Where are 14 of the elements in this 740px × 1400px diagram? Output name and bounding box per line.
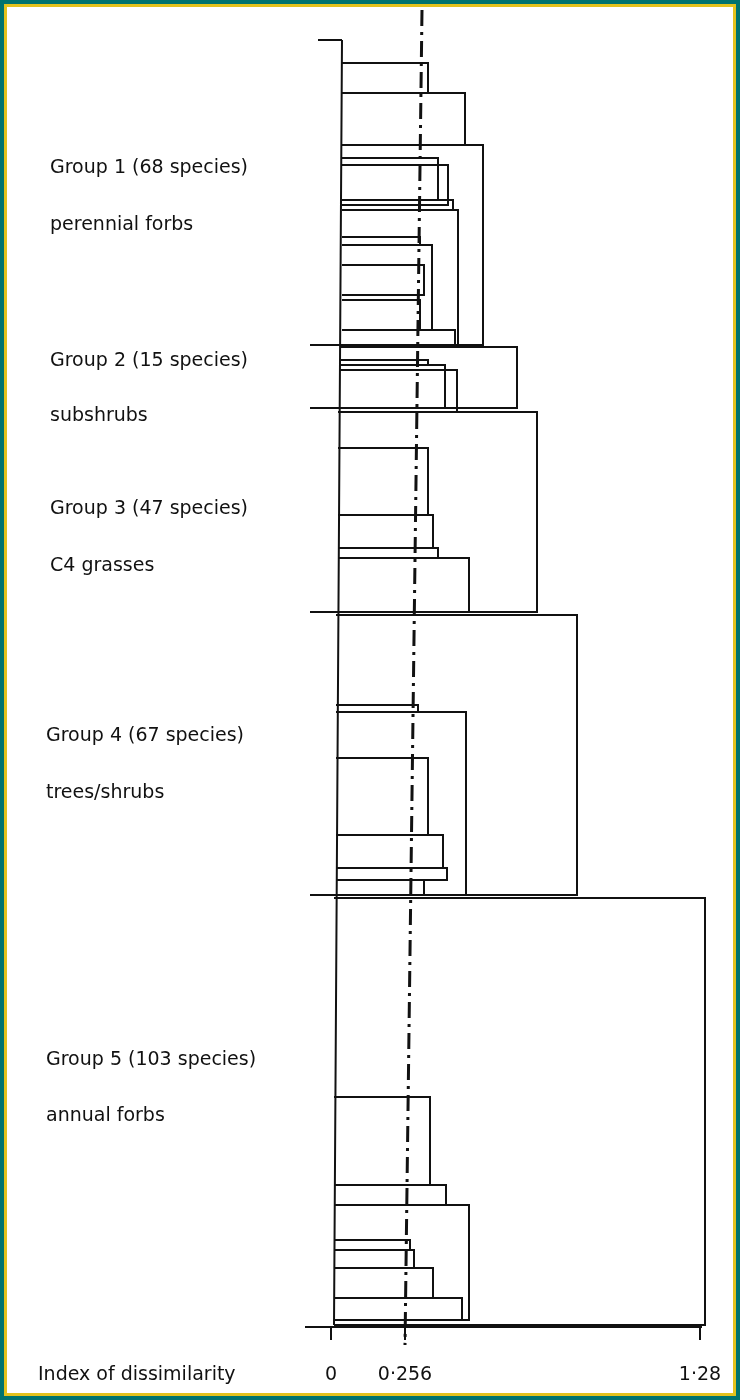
- group-label: Group 4 (67 species): [46, 723, 244, 745]
- tick-label: 0·256: [377, 1362, 433, 1384]
- tick-label: 0: [324, 1362, 338, 1384]
- group-description: perennial forbs: [50, 212, 194, 234]
- group-description: trees/shrubs: [46, 780, 165, 802]
- group-label: Group 1 (68 species): [50, 155, 248, 177]
- group-label: Group 3 (47 species): [50, 496, 248, 518]
- group-label: Group 5 (103 species): [46, 1047, 257, 1069]
- group-label: Group 2 (15 species): [50, 348, 248, 370]
- tick-label: 1·28: [678, 1362, 722, 1384]
- axis-title: Index of dissimilarity: [38, 1362, 236, 1384]
- group-description: subshrubs: [50, 403, 148, 425]
- group-description: annual forbs: [46, 1103, 165, 1125]
- group-description: C4 grasses: [50, 553, 155, 575]
